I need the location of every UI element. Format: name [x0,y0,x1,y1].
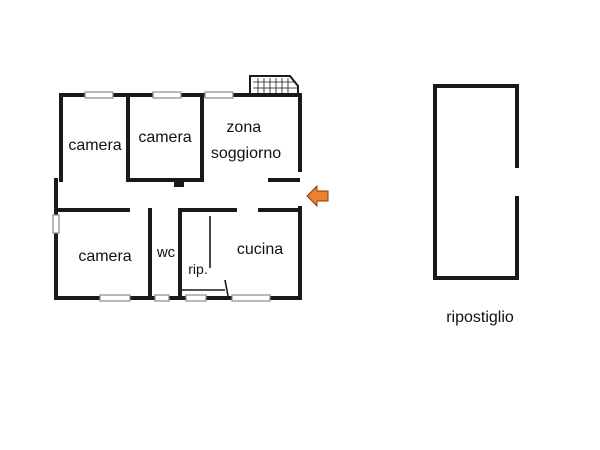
room-label-camera-2: camera [138,129,191,146]
room-label-camera-3: camera [78,248,131,265]
entrance-arrow-icon [306,184,329,208]
storage-room-label: ripostiglio [446,309,514,326]
room-label-cucina: cucina [237,241,283,258]
interior-walls [56,95,300,298]
room-label-rip: rip. [188,261,207,277]
windows [52,91,271,302]
room-label-zona-soggiorno: zona soggiorno [211,119,281,162]
room-label-wc: wc [156,244,176,261]
room-label-camera-1: camera [68,137,121,154]
balcony [249,75,299,96]
storage-room-outline [433,84,519,280]
